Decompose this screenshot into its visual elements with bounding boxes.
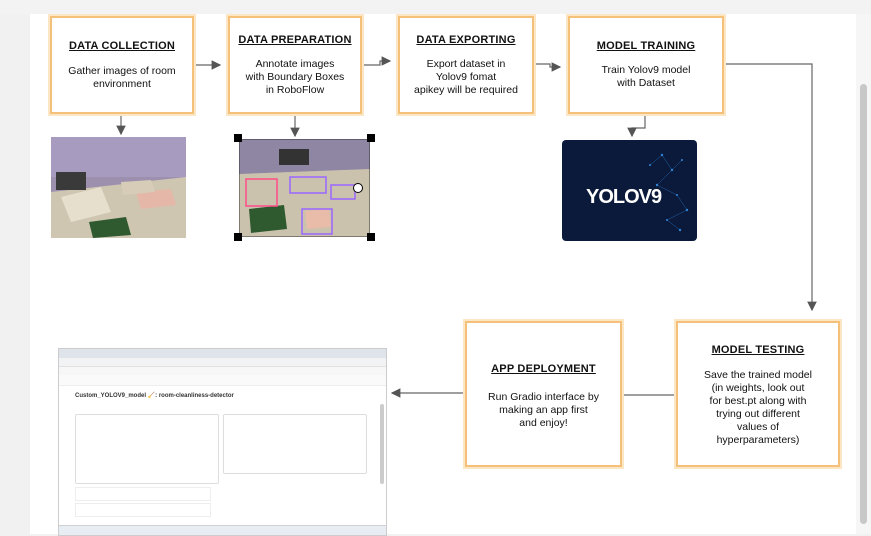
step-description: Train Yolov9 model with Dataset [601, 64, 691, 89]
step-app-deployment: APP DEPLOYMENT Run Gradio interface by m… [465, 321, 622, 467]
room-photo [51, 137, 186, 238]
step-title: DATA EXPORTING [416, 34, 516, 46]
resize-handle-se[interactable] [367, 233, 375, 241]
image-size-slider[interactable] [75, 487, 211, 501]
step-title: APP DEPLOYMENT [491, 363, 596, 375]
yolo-logo-text: YOLOV9 [586, 186, 662, 208]
step-data-preparation: DATA PREPARATION Annotate images with Bo… [228, 16, 362, 114]
step-model-training: MODEL TRAINING Train Yolov9 model with D… [568, 16, 724, 114]
step-title: MODEL TESTING [711, 344, 805, 356]
bookmarks-bar [59, 367, 386, 375]
scrollbar[interactable] [380, 404, 384, 484]
step-title: DATA COLLECTION [68, 40, 176, 52]
step-description: Run Gradio interface by making an app fi… [488, 391, 599, 429]
room-photo-illustration [51, 137, 186, 238]
annotated-photo [239, 139, 370, 237]
step-title: MODEL TRAINING [596, 40, 696, 52]
yolov9-logo: YOLOV9 [562, 140, 697, 241]
network-graphic [649, 153, 689, 232]
scrollbar[interactable] [856, 14, 871, 534]
resize-handle-sw[interactable] [234, 233, 242, 241]
step-description: Export dataset in Yolov9 fomat apikey wi… [414, 58, 518, 96]
resize-handle-ne[interactable] [367, 134, 375, 142]
rotate-handle[interactable] [353, 183, 363, 193]
browser-tab-bar [59, 349, 386, 358]
resize-handle-nw[interactable] [234, 134, 242, 142]
step-title: DATA PREPARATION [238, 34, 352, 46]
step-model-testing: MODEL TESTING Save the trained model (in… [676, 321, 840, 467]
upload-panel [75, 414, 219, 484]
step-description: Gather images of room environment [68, 65, 176, 90]
app-screenshot: Custom_YOLOV9_model 🧹: room-cleanliness-… [58, 348, 387, 536]
arrow-exporting-to-training [534, 62, 562, 72]
scrollbar-thumb[interactable] [860, 84, 867, 524]
arrow-preparation-to-exporting [364, 56, 392, 66]
top-bar [0, 0, 871, 14]
step-description: Annotate images with Boundary Boxes in R… [245, 58, 345, 96]
arrow-training-to-testing [724, 63, 817, 312]
step-data-collection: DATA COLLECTION Gather images of room en… [50, 16, 194, 114]
output-panel [223, 414, 367, 474]
confidence-slider[interactable] [75, 503, 211, 517]
step-data-exporting: DATA EXPORTING Export dataset in Yolov9 … [398, 16, 534, 114]
browser-address-bar [59, 358, 386, 367]
annotated-photo-illustration [239, 139, 370, 237]
arrow-training-to-yolo [627, 114, 646, 138]
taskbar [59, 525, 386, 535]
app-title: Custom_YOLOV9_model 🧹: room-cleanliness-… [75, 393, 234, 399]
step-description: Save the trained model (in weights, look… [704, 369, 812, 446]
space-header [59, 375, 386, 386]
